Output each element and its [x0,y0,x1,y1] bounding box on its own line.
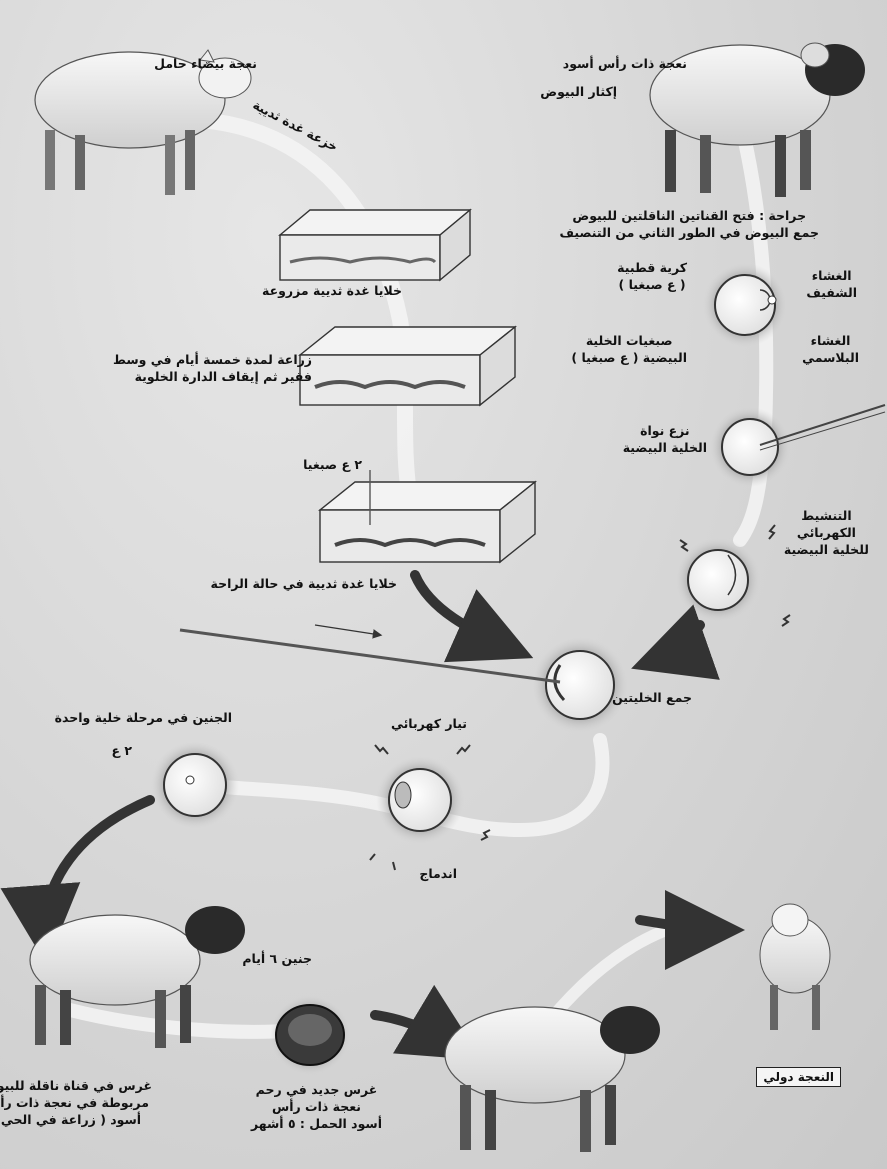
fusion-cell [376,756,464,844]
label-black-headed-ewe: نعجة ذات رأس أسود [563,56,687,73]
label-6-day-embryo: جنين ٦ أيام [242,951,312,968]
surrogate-ewe-illustration [445,1006,660,1152]
label-cell-fusion: جمع الخليتين [612,690,692,707]
dolly-lamb-illustration [760,904,830,1030]
enucleation-cell [710,405,885,487]
six-day-embryo [270,995,350,1075]
label-transfer-oviduct: غرس في قناة ناقلة للبيوض مربوطة في نعجة … [0,1078,152,1129]
label-white-ewe: نعجة بيضاء حامل [154,56,257,73]
label-dolly: النعجة دولي [756,1067,841,1087]
label-electric-current: تيار كهربائي [391,716,467,733]
label-2n-b: ٢ ع [111,743,132,760]
label-zona-pellucida: الغشاء الشفيف [806,268,857,302]
label-plasma-membrane: الغشاء البلاسمي [802,333,859,367]
label-cultured-cells: خلايا غدة ثديية مزروعة [262,283,402,300]
culture-dish-1 [280,210,470,280]
label-culture-5days: زراعة لمدة خمسة أيام في وسط فقير ثم إيقا… [113,352,312,386]
label-superovulation: إكثار البيوض [540,84,617,101]
label-electrical-activation: التنشيط الكهربائي للخلية البيضية [784,508,869,559]
label-one-cell-embryo: الجنين في مرحلة خلية واحدة [55,710,232,727]
one-cell-embryo [151,741,239,829]
culture-dish-3 [320,470,535,562]
activated-egg-cell [676,538,760,622]
label-fusion: اندماج [419,866,457,883]
label-egg-chromosomes: صبغيات الخلية البيضية ( ع صبغيا ) [571,333,687,367]
label-polar-body: كرية قطبية ( ع صبغيا ) [617,260,687,294]
oocyte-cell [703,263,787,347]
label-enucleation: نزع نواة الخلية البيضية [623,423,707,457]
label-surgery: جراحة : فتح القناتين الناقلتين للبيوض جم… [560,208,820,242]
label-resting-cells: خلايا غدة ثديية في حالة الراحة [210,576,397,593]
label-transfer-uterus: غرس جديد في رحم نعجة ذات رأس أسود الحمل … [251,1082,382,1133]
label-2n-a: ٢ ع صبغيا [303,457,362,474]
culture-dish-2 [300,327,515,405]
